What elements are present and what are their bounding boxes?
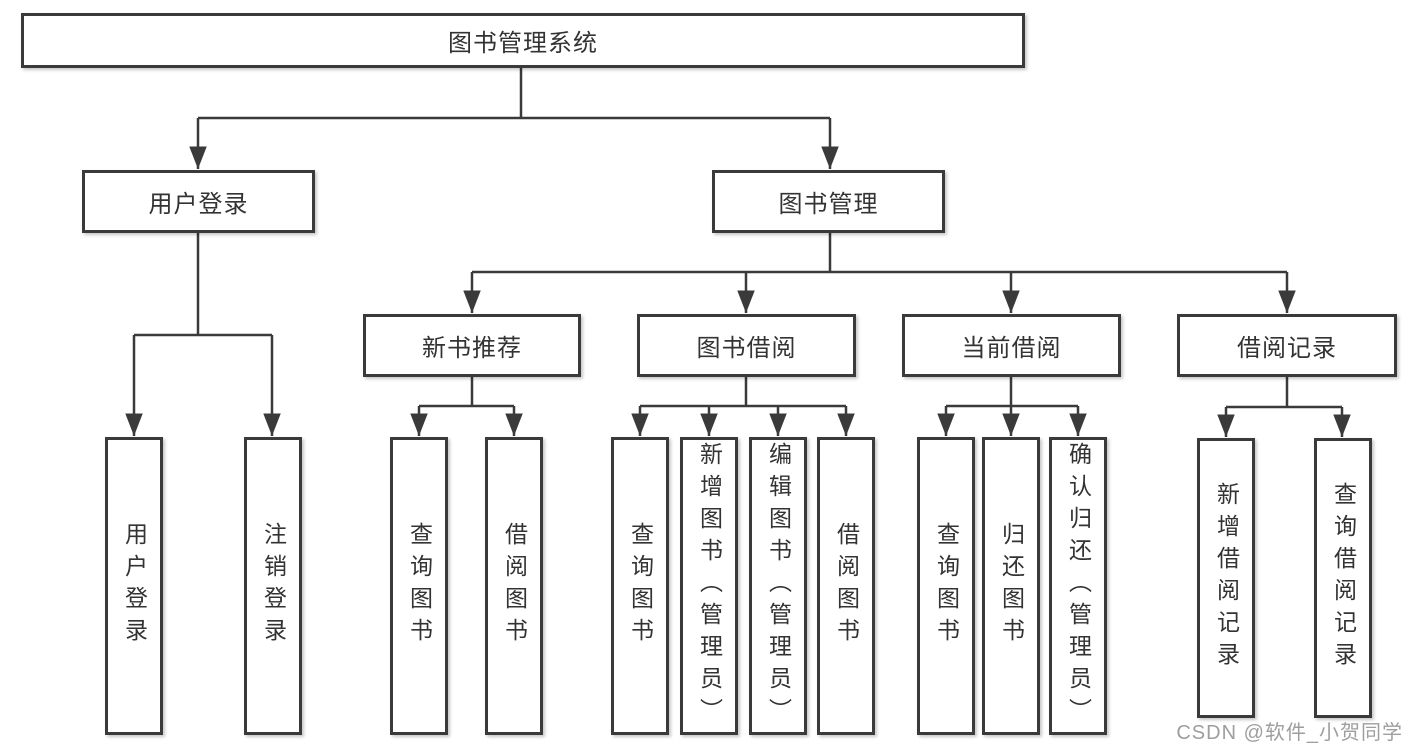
leaf-cb-query-books: 查询图书 [917,437,975,735]
leaf-br-query-record-label: 查询借阅记录 [1330,482,1357,674]
leaf-nbr-borrow-books-label: 借阅图书 [501,522,528,650]
leaf-bb-add-books-admin: 新增图书（管理员） [680,437,738,735]
node-current-borrowing: 当前借阅 [902,314,1121,377]
leaf-user-login-label: 用户登录 [121,522,148,650]
leaf-br-add-record: 新增借阅记录 [1197,438,1255,718]
leaf-nbr-query-books-label: 查询图书 [406,522,433,650]
node-new-book-recommend-label: 新书推荐 [422,335,522,362]
leaf-cb-return-books: 归还图书 [982,437,1040,735]
node-book-management-label: 图书管理 [778,191,879,218]
csdn-watermark: CSDN @软件_小贺同学 [1176,722,1403,744]
leaf-bb-borrow-books-label: 借阅图书 [833,522,860,650]
leaf-nbr-borrow-books: 借阅图书 [485,437,543,735]
leaf-bb-edit-books-admin: 编辑图书（管理员） [749,437,807,735]
leaf-cb-return-books-label: 归还图书 [998,522,1025,650]
leaf-bb-borrow-books: 借阅图书 [817,437,875,735]
node-user-login-label: 用户登录 [148,191,249,218]
leaf-bb-query-books: 查询图书 [611,437,669,735]
leaf-cb-confirm-return-admin-label: 确认归还（管理员） [1065,442,1092,730]
node-current-borrowing-label: 当前借阅 [961,335,1062,362]
node-root: 图书管理系统 [21,13,1025,68]
node-new-book-recommend: 新书推荐 [363,314,581,377]
node-book-borrowing: 图书借阅 [637,314,856,377]
leaf-br-add-record-label: 新增借阅记录 [1213,482,1240,674]
leaf-bb-query-books-label: 查询图书 [627,522,654,650]
leaf-nbr-query-books: 查询图书 [390,437,448,735]
leaf-bb-edit-books-admin-label: 编辑图书（管理员） [765,442,792,730]
leaf-logout: 注销登录 [244,437,302,735]
leaf-cb-confirm-return-admin: 确认归还（管理员） [1049,437,1107,735]
leaf-logout-label: 注销登录 [260,522,287,650]
node-borrowing-records: 借阅记录 [1177,314,1397,377]
node-user-login: 用户登录 [82,170,315,233]
node-book-management: 图书管理 [712,170,945,233]
node-root-label: 图书管理系统 [448,30,598,57]
leaf-cb-query-books-label: 查询图书 [933,522,960,650]
leaf-bb-add-books-admin-label: 新增图书（管理员） [696,442,723,730]
node-book-borrowing-label: 图书借阅 [696,335,797,362]
node-borrowing-records-label: 借阅记录 [1237,335,1337,362]
leaf-user-login: 用户登录 [105,437,163,735]
leaf-br-query-record: 查询借阅记录 [1314,438,1372,718]
